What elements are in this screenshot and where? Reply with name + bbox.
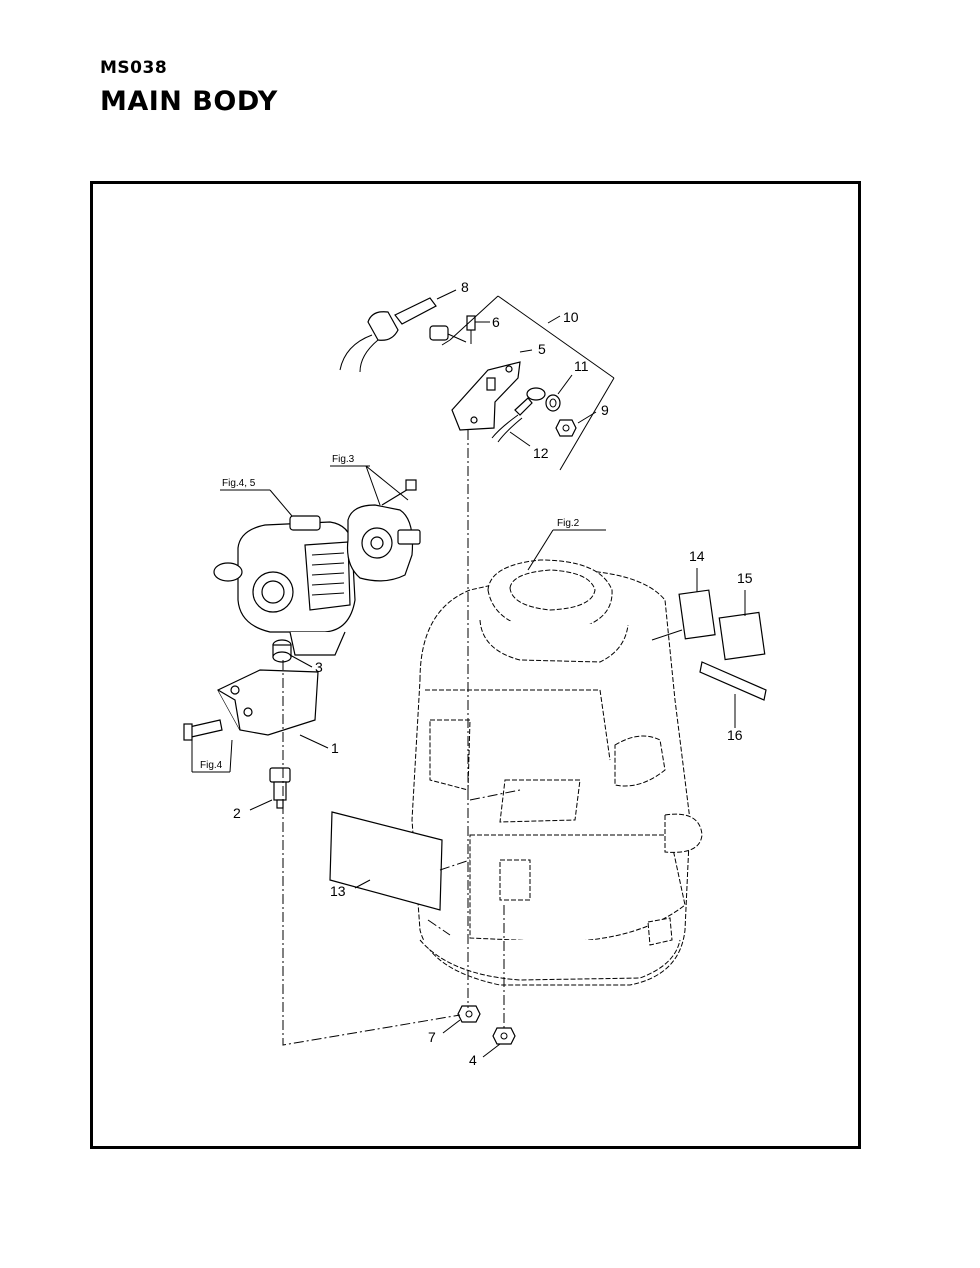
switch-part-6	[429, 315, 476, 344]
model-code: MS038	[100, 58, 168, 78]
fan-housing	[346, 479, 421, 582]
label-part-13	[329, 811, 443, 911]
engine-bracket	[183, 669, 319, 741]
callout-3: 3	[315, 659, 323, 675]
engine-assembly	[213, 515, 356, 656]
nut-part-7	[457, 1005, 481, 1023]
callout-1: 1	[331, 740, 339, 756]
label-part-15	[718, 611, 766, 661]
throttle-lever-part-8	[339, 297, 437, 373]
callout-4: 4	[469, 1052, 477, 1068]
fig-ref-4: Fig.4	[200, 760, 223, 771]
callout-10: 10	[563, 309, 579, 325]
label-part-14	[678, 589, 716, 640]
main-body-housing	[411, 559, 703, 986]
callout-11: 11	[574, 358, 589, 374]
callout-6: 6	[492, 314, 500, 330]
nut-part-9	[555, 419, 577, 437]
callout-16: 16	[727, 727, 743, 743]
cushion-part-2	[269, 767, 291, 809]
callout-15: 15	[737, 570, 753, 586]
switch-bracket-part-5	[451, 361, 521, 431]
leader-lines	[191, 289, 746, 1058]
callout-8: 8	[461, 279, 469, 295]
callout-5: 5	[538, 341, 546, 357]
washer-part-11	[545, 394, 561, 412]
nut-part-4	[492, 1027, 516, 1045]
page-title: MAIN BODY	[100, 86, 278, 117]
callout-12: 12	[533, 445, 549, 461]
collar-part-3	[272, 639, 292, 663]
diagram-frame	[90, 181, 861, 1149]
callout-2: 2	[233, 805, 241, 821]
callout-13: 13	[330, 883, 346, 899]
callout-14: 14	[689, 548, 705, 564]
callout-7: 7	[428, 1029, 436, 1045]
callout-9: 9	[601, 402, 609, 418]
assembly-lines	[282, 295, 615, 1046]
label-part-16	[699, 661, 767, 701]
fig-ref-2: Fig.2	[557, 518, 580, 529]
fig-ref-4-5: Fig.4, 5	[222, 478, 256, 489]
fig-ref-3: Fig.3	[332, 454, 355, 465]
wire-part-12	[491, 387, 546, 443]
